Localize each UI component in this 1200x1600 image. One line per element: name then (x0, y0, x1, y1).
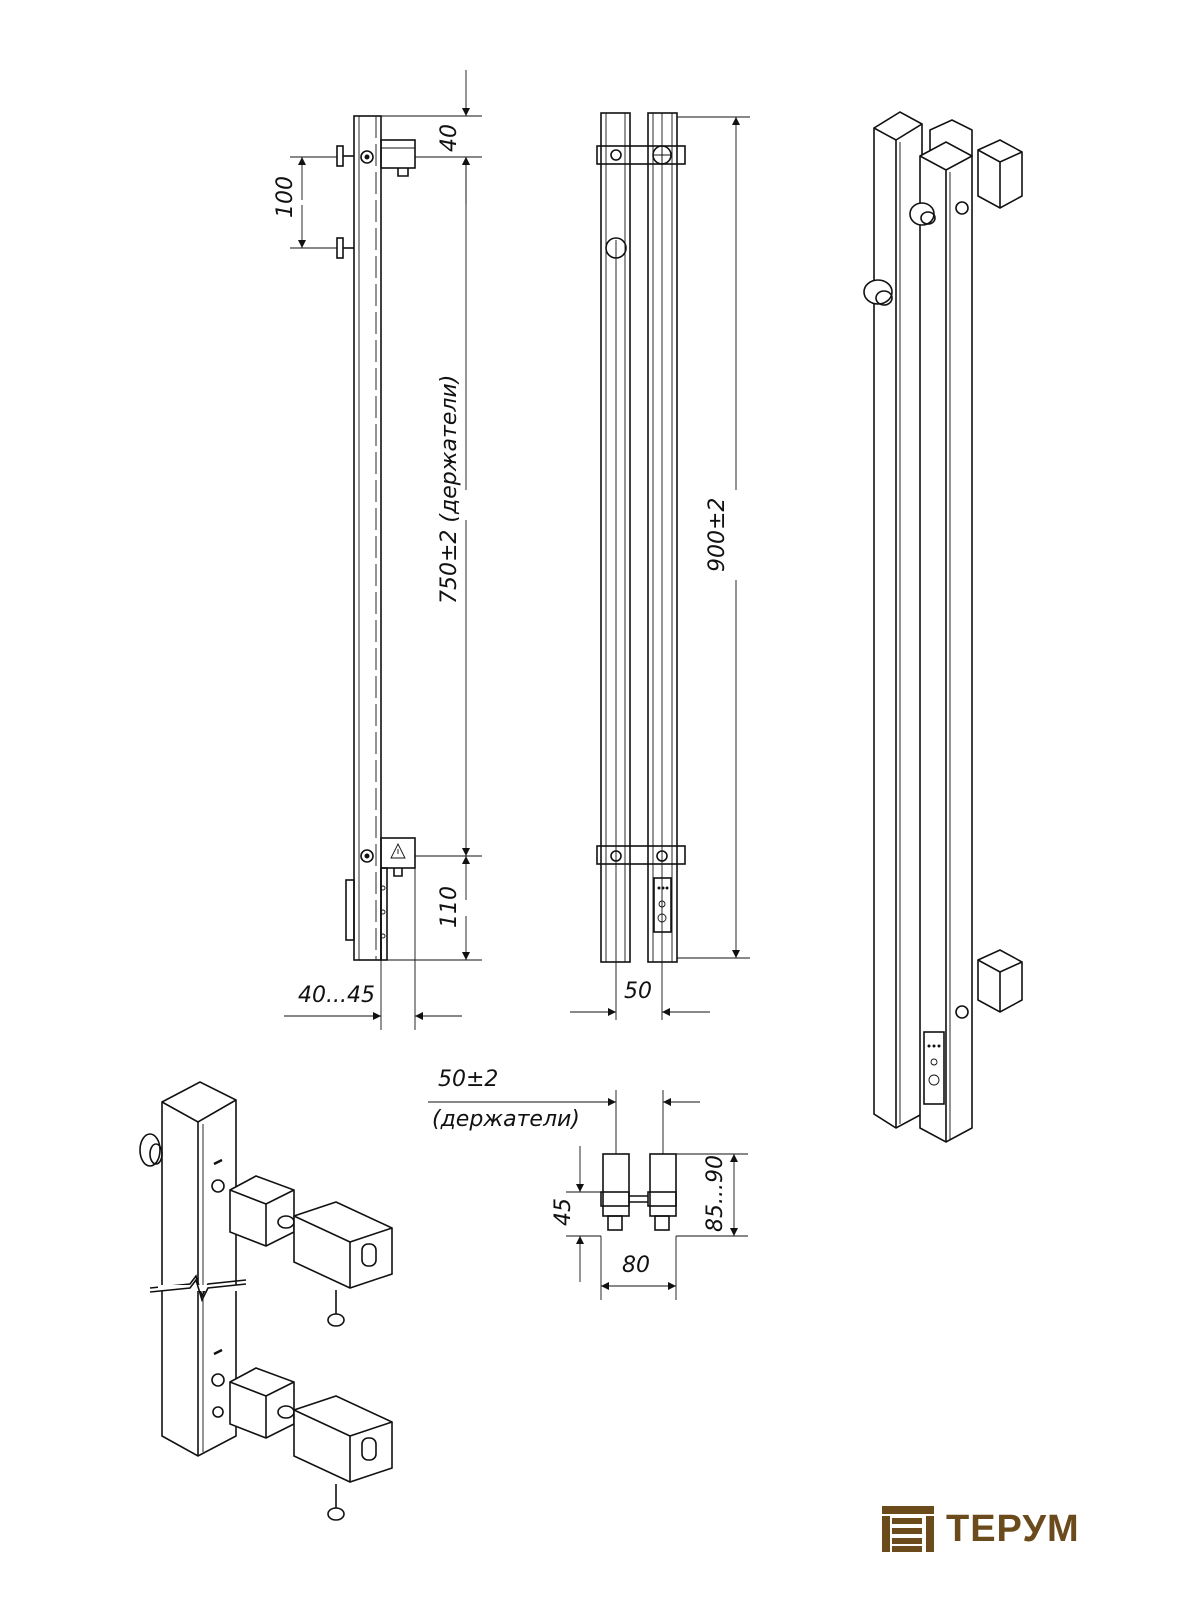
isometric-view (863, 111, 1023, 1143)
front-view: 900±2 50 (570, 112, 750, 1020)
brand-logo-mark (882, 1506, 934, 1552)
dim-bottom-offset: 110 (437, 886, 462, 928)
side-view: 40 100 750±2 (держатели) 110 40...45 (273, 70, 482, 1030)
dim-holders-distance: 750±2 (держатели) (437, 375, 462, 604)
brand-logo: ТЕРУМ (882, 1504, 1080, 1554)
dim-holders-spacing-top: 50±2 (438, 1067, 498, 1092)
dim-holders-spacing-note: (держатели) (432, 1107, 580, 1132)
knob-top (336, 145, 354, 167)
dim-bar-spacing: 50 (624, 979, 652, 1004)
brand-name: ТЕРУМ (946, 1507, 1080, 1550)
dim-height-total: 900±2 (705, 498, 730, 572)
dim-wall-gap: 40...45 (298, 983, 375, 1008)
dim-holder-spacing: 100 (273, 176, 298, 218)
dim-holder-depth: 45 (551, 1198, 576, 1226)
dim-holder-top: 40 (437, 124, 462, 152)
top-view: 50±2 (держатели) 45 85...90 80 (428, 1067, 748, 1300)
dim-width-total: 80 (622, 1253, 650, 1278)
mounting-detail (139, 1081, 393, 1521)
dim-depth-range: 85...90 (703, 1155, 728, 1232)
knob-mid (336, 237, 354, 259)
